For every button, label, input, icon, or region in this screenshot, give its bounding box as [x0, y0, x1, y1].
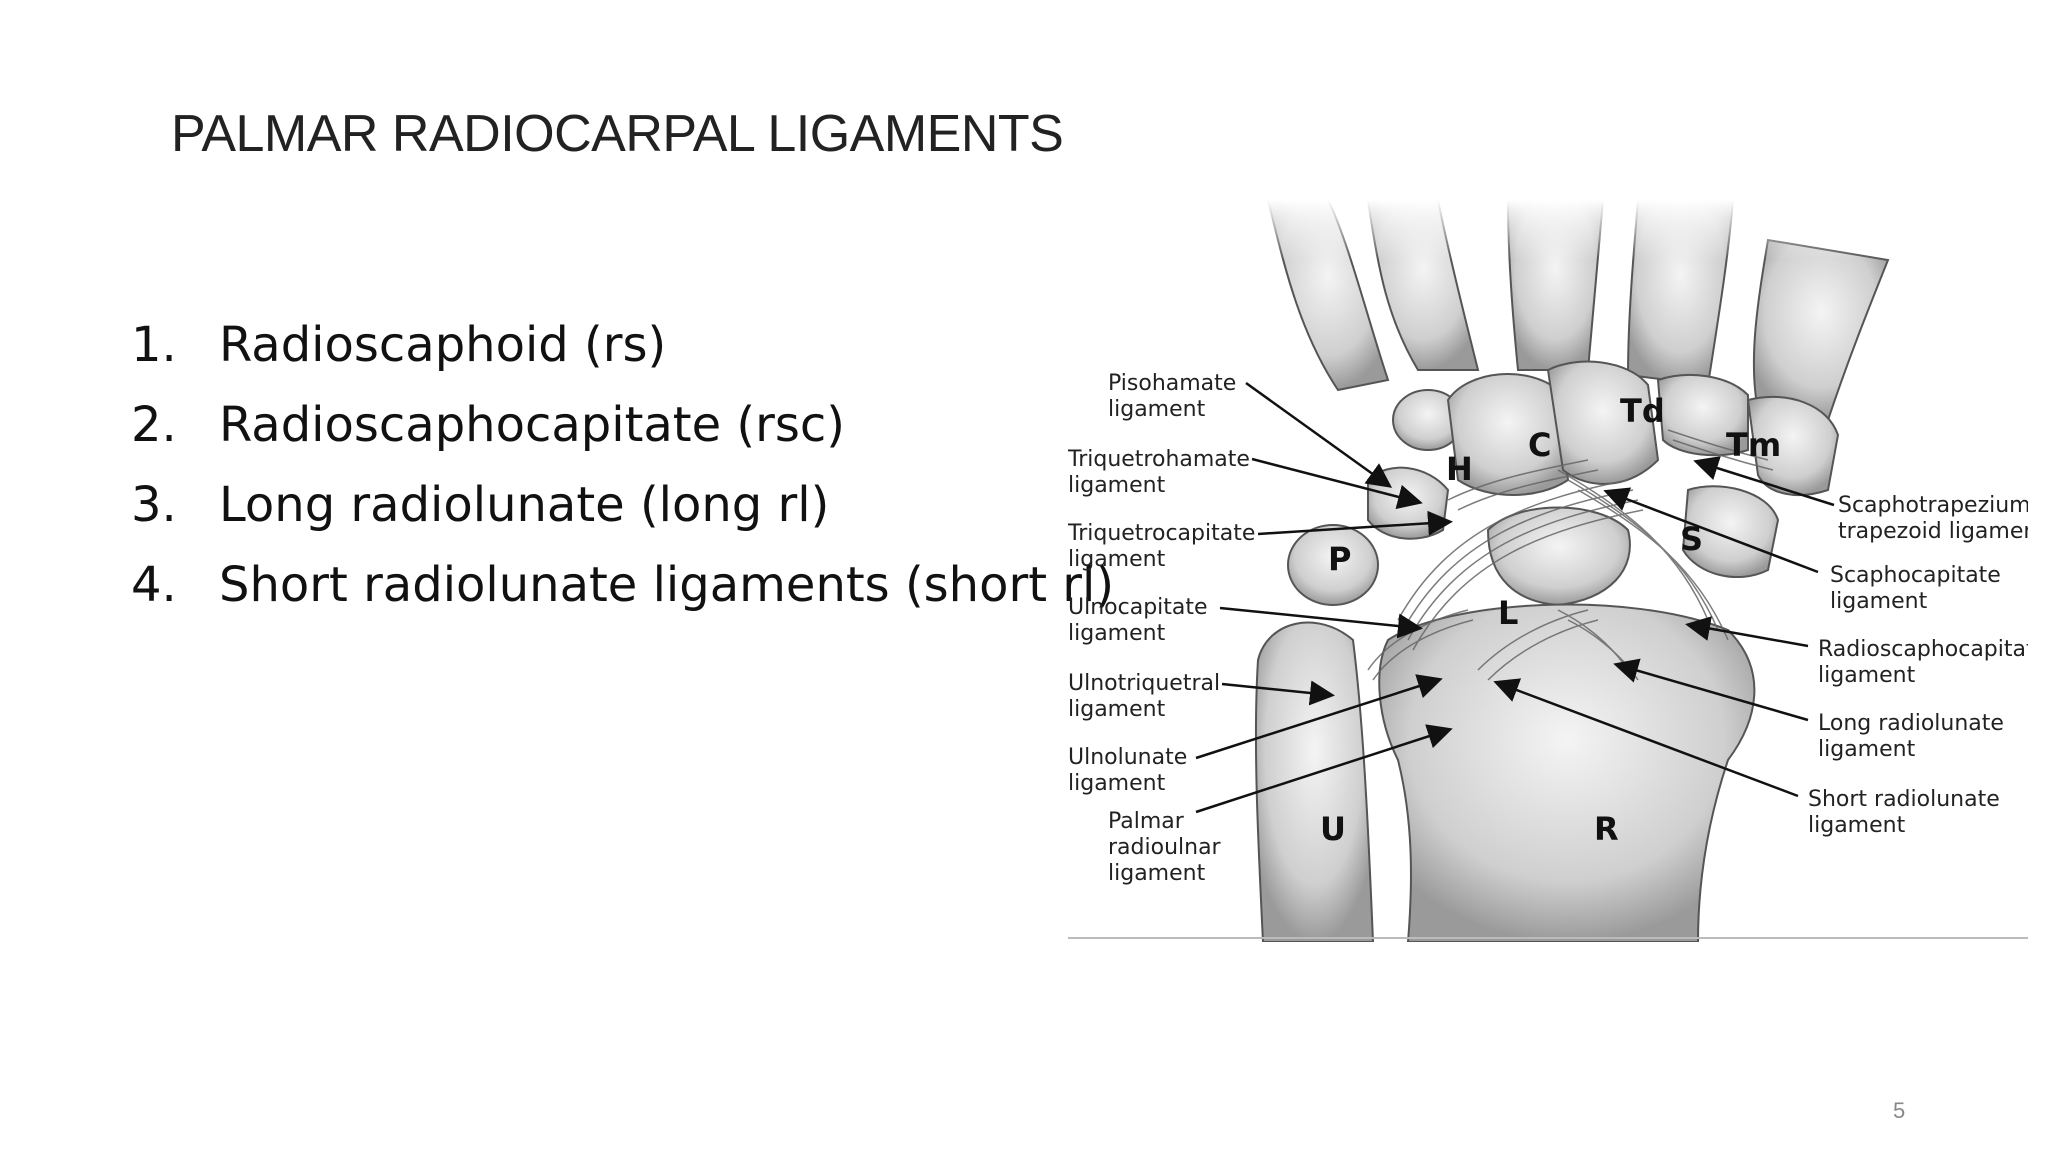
label-pisohamate-line2: ligament	[1108, 397, 1206, 422]
bone-letter-trapezium: Tm	[1726, 426, 1781, 464]
label-scaphocapitate-line1: Scaphocapitate	[1830, 563, 2001, 588]
label-long-radiolunate-line2: ligament	[1818, 737, 1916, 762]
list-item-text: Long radiolunate (long rl)	[219, 477, 830, 533]
label-ulnotriquetral-line2: ligament	[1068, 697, 1166, 722]
bone-letter-radius: R	[1594, 810, 1619, 848]
slide-title: PALMAR RADIOCARPAL LIGAMENTS	[171, 105, 1064, 163]
left-labels: Pisohamate ligament Triquetrohamate liga…	[1068, 371, 1255, 886]
page-number: 5	[1893, 1098, 1906, 1123]
label-pisohamate-line1: Pisohamate	[1108, 371, 1236, 396]
label-palmar-radioulnar-line2: radioulnar	[1108, 835, 1222, 860]
list-item-number: 3.	[131, 477, 177, 533]
list-item-number: 2.	[131, 397, 177, 453]
label-palmar-radioulnar-line1: Palmar	[1108, 809, 1185, 834]
list-item-text: Radioscaphocapitate (rsc)	[219, 397, 845, 453]
label-ulnocapitate-line1: Ulnocapitate	[1068, 595, 1208, 620]
bone-letter-trapezoid: Td	[1620, 392, 1665, 430]
label-ulnolunate-line2: ligament	[1068, 771, 1166, 796]
bone-drawing	[1068, 200, 2028, 942]
right-labels: Scaphotrapezium trapezoid ligament Scaph…	[1808, 493, 2028, 838]
label-scaphotrapezium-line2: trapezoid ligament	[1838, 519, 2028, 544]
label-short-radiolunate-line1: Short radiolunate	[1808, 787, 2000, 812]
bone-letter-pisiform: P	[1328, 540, 1351, 578]
list-item-text: Radioscaphoid (rs)	[219, 317, 667, 373]
bone-letter-scaphoid: S	[1680, 520, 1703, 558]
label-long-radiolunate-line1: Long radiolunate	[1818, 711, 2004, 736]
label-radioscaphocapitate-line1: Radioscaphocapitate	[1818, 637, 2028, 662]
bone-letter-lunate: L	[1498, 594, 1518, 632]
label-triquetrocapitate-line1: Triquetrocapitate	[1068, 521, 1255, 546]
label-scaphotrapezium-line1: Scaphotrapezium	[1838, 493, 2028, 518]
label-palmar-radioulnar-line3: ligament	[1108, 861, 1206, 886]
list-item-text: Short radiolunate ligaments (short rl)	[219, 557, 1115, 613]
label-short-radiolunate-line2: ligament	[1808, 813, 1906, 838]
list-item: 2. Radioscaphocapitate (rsc)	[131, 385, 1114, 465]
label-ulnocapitate-line2: ligament	[1068, 621, 1166, 646]
wrist-ligament-illustration: H C Td Tm P S L U R Pisohamate	[1068, 200, 2028, 942]
bone-letter-ulna: U	[1320, 810, 1346, 848]
list-item: 1. Radioscaphoid (rs)	[131, 305, 1114, 385]
label-scaphocapitate-line2: ligament	[1830, 589, 1928, 614]
ligament-list: 1. Radioscaphoid (rs) 2. Radioscaphocapi…	[131, 305, 1114, 625]
bone-letter-capitate: C	[1528, 426, 1551, 464]
list-item-number: 1.	[131, 317, 177, 373]
label-ulnotriquetral-line1: Ulnotriquetral	[1068, 671, 1220, 696]
label-triquetrocapitate-line2: ligament	[1068, 547, 1166, 572]
wrist-anatomy-svg: H C Td Tm P S L U R Pisohamate	[1068, 200, 2028, 942]
label-triquetrohamate-line2: ligament	[1068, 473, 1166, 498]
bone-letter-hamate: H	[1446, 450, 1473, 488]
list-item: 3. Long radiolunate (long rl)	[131, 465, 1114, 545]
label-ulnolunate-line1: Ulnolunate	[1068, 745, 1187, 770]
label-triquetrohamate-line1: Triquetrohamate	[1068, 447, 1250, 472]
label-radioscaphocapitate-line2: ligament	[1818, 663, 1916, 688]
list-item-number: 4.	[131, 557, 177, 613]
list-item: 4. Short radiolunate ligaments (short rl…	[131, 545, 1114, 625]
